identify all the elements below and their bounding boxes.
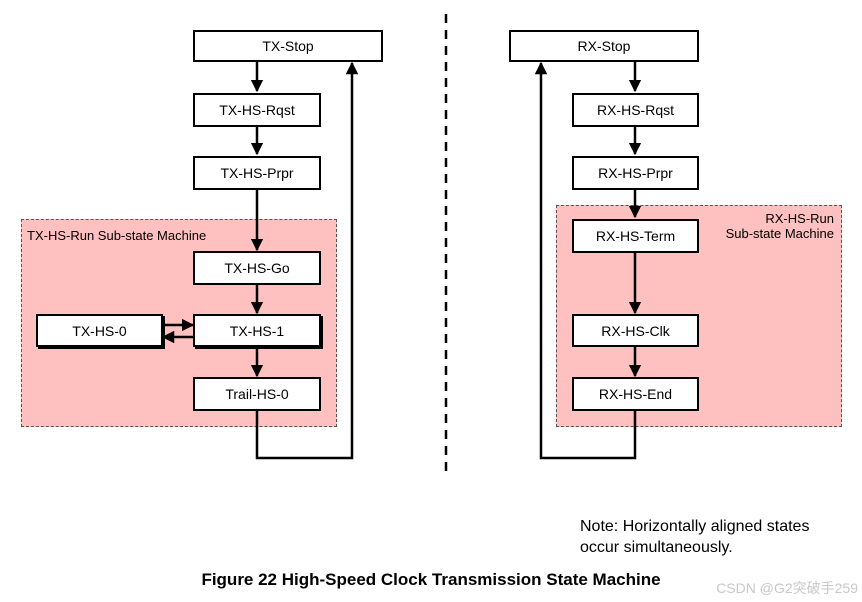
tx-hs-0-state: TX-HS-0 bbox=[36, 314, 163, 347]
tx-hs-rqst-state: TX-HS-Rqst bbox=[193, 93, 321, 127]
rx-hs-term-state: RX-HS-Term bbox=[572, 219, 699, 253]
tx-substate-label: TX-HS-Run Sub-state Machine bbox=[27, 228, 207, 243]
tx-stop-state: TX-Stop bbox=[193, 30, 383, 62]
watermark-text: CSDN @G2突破手259 bbox=[716, 580, 858, 596]
trail-hs-0-state: Trail-HS-0 bbox=[193, 377, 321, 411]
rx-substate-label-line1: RX-HS-Run bbox=[765, 211, 834, 226]
rx-hs-prpr-state: RX-HS-Prpr bbox=[572, 156, 699, 190]
figure-caption: Figure 22 High-Speed Clock Transmission … bbox=[201, 570, 661, 589]
rx-hs-rqst-state: RX-HS-Rqst bbox=[572, 93, 699, 127]
rx-stop-state: RX-Stop bbox=[509, 30, 699, 62]
tx-hs-prpr-state: TX-HS-Prpr bbox=[193, 156, 321, 190]
rx-hs-end-state: RX-HS-End bbox=[572, 377, 699, 411]
rx-substate-label-line2: Sub-state Machine bbox=[725, 226, 834, 241]
note-line-2: occur simultaneously. bbox=[580, 539, 733, 556]
note-line-1: Note: Horizontally aligned states bbox=[580, 518, 810, 535]
rx-substate-label: RX-HS-Run Sub-state Machine bbox=[726, 211, 834, 241]
note-text: Note: Horizontally aligned states occur … bbox=[580, 516, 850, 558]
tx-hs-1-state: TX-HS-1 bbox=[193, 314, 321, 347]
rx-hs-clk-state: RX-HS-Clk bbox=[572, 314, 699, 347]
tx-hs-go-state: TX-HS-Go bbox=[193, 251, 321, 285]
